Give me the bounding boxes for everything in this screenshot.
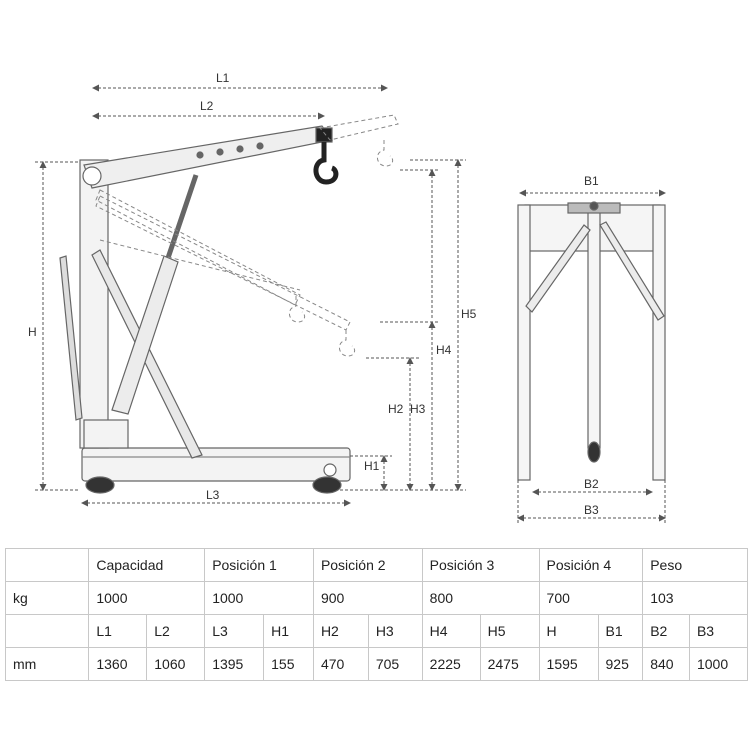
table-row: kg 1000 1000 900 800 700 103 bbox=[4, 581, 748, 615]
dim-label-h2: H2 bbox=[388, 402, 404, 416]
table-cell: H4 bbox=[421, 614, 481, 648]
table-cell: 103 bbox=[642, 581, 748, 615]
table-row: mm 1360 1060 1395 155 470 705 2225 2475 … bbox=[4, 647, 749, 681]
spec-table: Capacidad Posición 1 Posición 2 Posición… bbox=[4, 548, 749, 681]
dim-label-h: H bbox=[28, 325, 37, 339]
table-cell: 900 bbox=[312, 581, 423, 615]
dim-label-h5: H5 bbox=[461, 307, 477, 321]
table-cell: 2475 bbox=[479, 647, 540, 681]
dim-label-h1: H1 bbox=[364, 459, 380, 473]
table-cell: 470 bbox=[312, 647, 369, 681]
dim-label-h4: H4 bbox=[436, 343, 452, 357]
front-dimensions bbox=[517, 189, 666, 524]
table-cell: 700 bbox=[538, 581, 644, 615]
table-cell: B3 bbox=[688, 614, 749, 648]
table-cell: 1060 bbox=[146, 647, 206, 681]
table-row: Capacidad Posición 1 Posición 2 Posición… bbox=[4, 548, 748, 582]
table-cell: kg bbox=[4, 581, 90, 615]
table-cell: 1000 bbox=[688, 647, 749, 681]
table-cell: H2 bbox=[312, 614, 369, 648]
table-cell: H bbox=[538, 614, 599, 648]
crane-diagram: L1 L2 L3 H H1 H2 H3 H4 H5 B1 B2 B3 bbox=[28, 71, 666, 524]
front-wheel bbox=[312, 476, 342, 494]
dim-label-l1: L1 bbox=[216, 71, 230, 85]
mast bbox=[79, 159, 109, 449]
table-cell: Capacidad bbox=[88, 548, 206, 582]
table-cell: 2225 bbox=[421, 647, 481, 681]
table-cell: Posición 2 bbox=[312, 548, 423, 582]
table-cell: H5 bbox=[479, 614, 540, 648]
table-cell: 155 bbox=[263, 647, 314, 681]
dim-label-l2: L2 bbox=[200, 99, 214, 113]
pump-handle bbox=[59, 255, 83, 421]
table-cell: L1 bbox=[88, 614, 148, 648]
table-row: L1 L2 L3 H1 H2 H3 H4 H5 H B1 B2 B3 bbox=[4, 614, 749, 648]
front-mast bbox=[587, 209, 601, 449]
table-cell: Posición 3 bbox=[421, 548, 540, 582]
table-cell: L3 bbox=[204, 614, 265, 648]
dim-label-h3: H3 bbox=[410, 402, 426, 416]
table-cell: Posición 4 bbox=[538, 548, 644, 582]
dim-label-l3: L3 bbox=[206, 488, 220, 502]
side-dimensions bbox=[35, 84, 466, 507]
table-cell: 1360 bbox=[88, 647, 148, 681]
table-cell: H1 bbox=[263, 614, 314, 648]
table-cell: L2 bbox=[146, 614, 206, 648]
table-cell: Posición 1 bbox=[204, 548, 314, 582]
table-cell: Peso bbox=[642, 548, 748, 582]
rear-wheel bbox=[85, 476, 115, 494]
table-cell: 925 bbox=[597, 647, 644, 681]
table-cell: 800 bbox=[421, 581, 540, 615]
table-cell: 1395 bbox=[204, 647, 265, 681]
crane-side-view bbox=[59, 125, 351, 494]
table-cell: 840 bbox=[642, 647, 690, 681]
table-cell: 1595 bbox=[538, 647, 599, 681]
table-cell bbox=[4, 614, 90, 648]
dim-label-b2: B2 bbox=[584, 477, 599, 491]
table-cell: 1000 bbox=[204, 581, 314, 615]
dim-label-b3: B3 bbox=[584, 503, 599, 517]
hook bbox=[313, 142, 339, 185]
table-cell: B1 bbox=[597, 614, 644, 648]
front-wheel-caster bbox=[587, 441, 601, 463]
table-cell: 1000 bbox=[88, 581, 206, 615]
hydraulic-cylinder bbox=[111, 255, 179, 415]
boom bbox=[83, 125, 334, 189]
table-cell: mm bbox=[4, 647, 90, 681]
dim-label-b1: B1 bbox=[584, 174, 599, 188]
table-cell: B2 bbox=[642, 614, 690, 648]
crane-front-view bbox=[517, 201, 666, 481]
table-cell: 705 bbox=[367, 647, 423, 681]
table-cell bbox=[4, 548, 90, 582]
alt-boom-positions bbox=[95, 114, 399, 357]
table-cell: H3 bbox=[367, 614, 423, 648]
base-rail bbox=[81, 447, 351, 482]
